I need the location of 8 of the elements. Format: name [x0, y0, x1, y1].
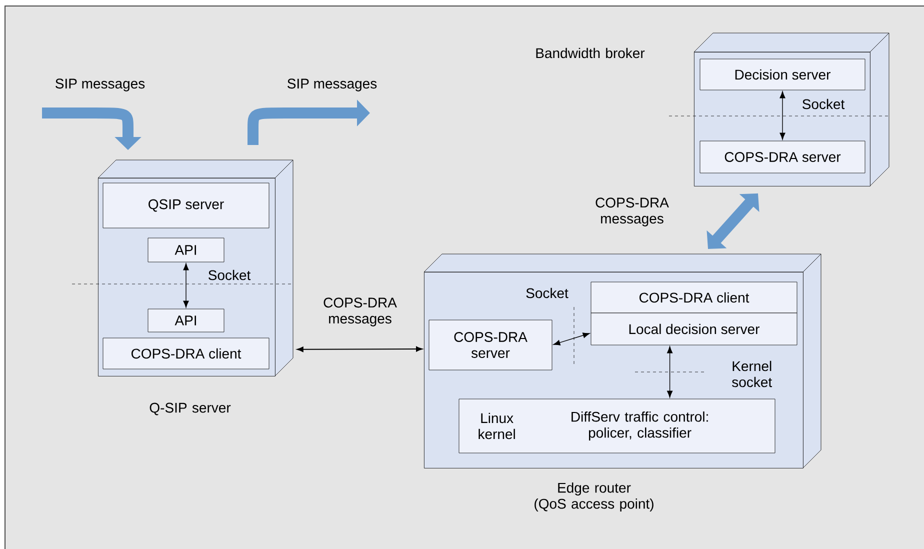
- box-heading: Edge router (QoS access point): [534, 482, 654, 512]
- edge-label: COPS-DRA messages: [324, 298, 397, 326]
- edge-label: SIP messages: [56, 78, 145, 92]
- arrow: [296, 346, 422, 352]
- edge-label: SIP messages: [288, 78, 377, 92]
- box-heading: Bandwidth broker: [536, 48, 645, 58]
- box-heading: Q-SIP server: [150, 402, 231, 416]
- edge-label: COPS-DRA messages: [596, 198, 669, 226]
